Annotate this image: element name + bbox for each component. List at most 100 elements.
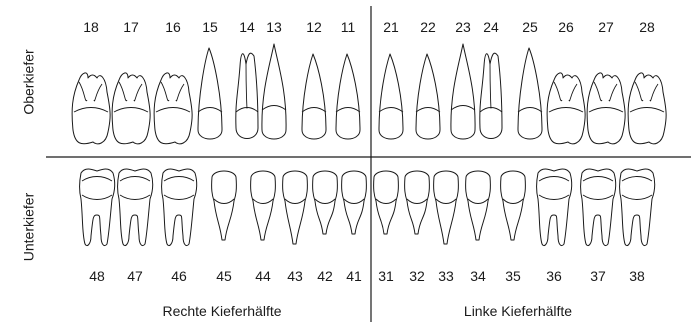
tooth-number-27: 27 [598,19,614,35]
tooth-number-14: 14 [239,19,255,35]
tooth-number-23: 23 [455,19,471,35]
tooth-number-37: 37 [590,268,606,284]
tooth-28-outline [627,72,667,145]
tooth-45[interactable] [211,170,237,241]
tooth-36[interactable] [536,168,573,247]
tooth-34-detail-0 [467,198,489,204]
tooth-35[interactable] [500,170,526,241]
tooth-number-46: 46 [171,268,187,284]
tooth-14[interactable] [235,52,259,139]
tooth-number-21: 21 [383,19,399,35]
tooth-38[interactable] [619,168,656,247]
tooth-48[interactable] [79,168,116,247]
tooth-36-detail-0 [538,176,570,182]
tooth-41-detail-0 [343,198,365,204]
tooth-number-31: 31 [378,268,394,284]
tooth-28-detail-2 [629,107,665,113]
left-jaw-half-label: Linke Kieferhälfte [464,303,572,319]
tooth-31[interactable] [373,170,399,235]
tooth-22[interactable] [415,53,441,140]
tooth-37[interactable] [580,168,617,247]
tooth-33[interactable] [433,170,459,245]
tooth-28[interactable] [627,72,667,145]
tooth-25-detail-0 [517,107,543,113]
tooth-43-outline [282,170,308,245]
tooth-13-outline [261,43,287,140]
tooth-44-outline [250,170,276,241]
tooth-18[interactable] [71,72,111,145]
tooth-44-detail-0 [252,198,274,204]
tooth-number-24: 24 [483,19,499,35]
tooth-42[interactable] [312,170,338,235]
tooth-27[interactable] [586,72,626,145]
tooth-25[interactable] [517,47,543,140]
tooth-27-detail-0 [593,81,603,102]
tooth-33-detail-0 [435,198,457,204]
tooth-44[interactable] [250,170,276,241]
tooth-47-detail-1 [119,194,151,200]
tooth-number-33: 33 [438,268,454,284]
tooth-47[interactable] [117,168,154,247]
tooth-16[interactable] [153,72,193,145]
tooth-37-detail-1 [582,194,614,200]
tooth-24-detail-1 [479,107,503,113]
tooth-16-detail-2 [155,107,191,113]
tooth-number-41: 41 [346,268,362,284]
tooth-12-detail-0 [301,107,327,113]
tooth-34[interactable] [465,170,491,241]
tooth-46-detail-1 [163,194,195,200]
tooth-23-detail-0 [450,105,476,111]
upper-jaw-label: Oberkiefer [21,49,37,115]
tooth-43[interactable] [282,170,308,245]
tooth-17-detail-2 [113,107,149,113]
tooth-31-detail-0 [375,198,397,204]
tooth-18-detail-1 [93,83,103,102]
tooth-17[interactable] [111,72,151,145]
tooth-number-15: 15 [202,19,218,35]
tooth-17-detail-1 [133,83,143,102]
tooth-45-outline [211,170,237,241]
tooth-17-outline [111,72,151,145]
tooth-number-38: 38 [629,268,645,284]
tooth-32-outline [404,170,430,235]
tooth-number-11: 11 [341,19,356,35]
tooth-32-detail-0 [406,198,428,204]
tooth-22-detail-0 [415,107,441,113]
tooth-15[interactable] [197,47,223,140]
tooth-26-detail-0 [553,81,563,102]
tooth-32[interactable] [404,170,430,235]
tooth-48-detail-1 [81,194,113,200]
tooth-15-outline [197,47,223,140]
tooth-11[interactable] [335,53,361,140]
tooth-number-18: 18 [83,19,99,35]
tooth-12[interactable] [301,53,327,140]
tooth-48-detail-0 [81,176,113,182]
tooth-26[interactable] [546,72,586,145]
tooth-46[interactable] [161,168,198,247]
tooth-43-detail-0 [284,198,306,204]
tooth-47-outline [117,168,154,247]
tooth-38-outline [619,168,656,247]
right-jaw-half-label: Rechte Kieferhälfte [162,303,281,319]
tooth-13[interactable] [261,43,287,140]
tooth-number-12: 12 [306,19,322,35]
tooth-17-detail-0 [118,81,128,102]
tooth-number-25: 25 [522,19,538,35]
tooth-24[interactable] [479,52,503,139]
tooth-26-detail-1 [568,83,578,102]
tooth-13-detail-0 [261,105,287,111]
tooth-41[interactable] [341,170,367,235]
tooth-23-outline [450,43,476,140]
tooth-21[interactable] [378,53,404,140]
tooth-23[interactable] [450,43,476,140]
tooth-31-outline [373,170,399,235]
tooth-12-outline [301,53,327,140]
tooth-27-outline [586,72,626,145]
tooth-38-detail-1 [621,194,653,200]
tooth-21-detail-0 [378,107,404,113]
tooth-number-34: 34 [470,268,486,284]
tooth-number-28: 28 [639,19,655,35]
tooth-18-detail-2 [73,107,109,113]
